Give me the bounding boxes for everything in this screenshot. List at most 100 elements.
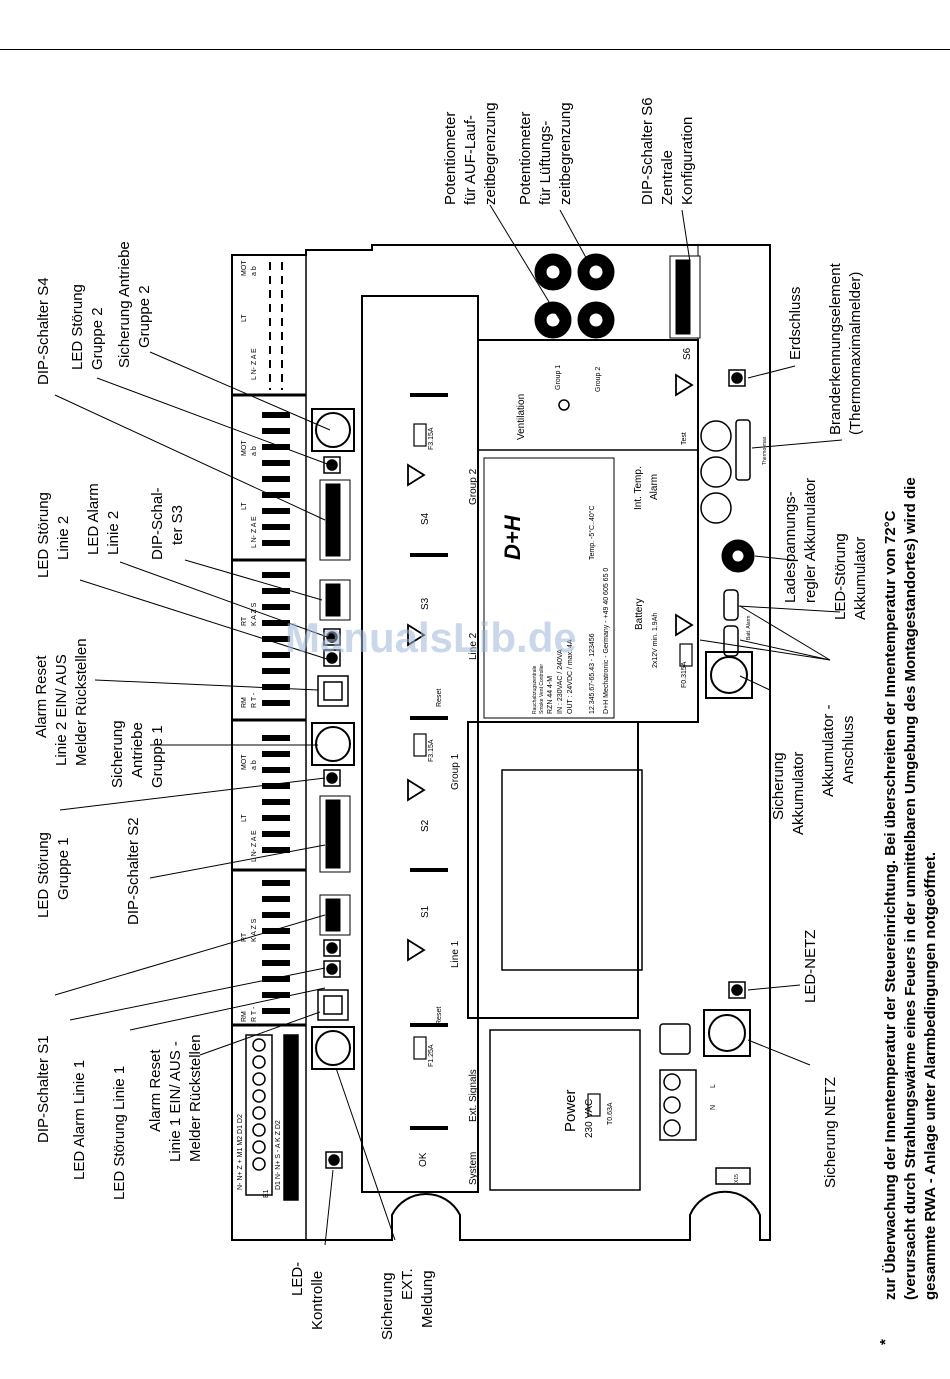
label-alarm-reset-l2-2: Linie 2 EIN/ AUS xyxy=(53,654,70,766)
label-dip-s4: DIP-Schalter S4 xyxy=(35,277,52,385)
label-dip-s6-2: Zentrale xyxy=(659,150,676,205)
label-dip-s3-1: DIP-Schal- xyxy=(149,487,166,560)
text-int-temp: Int. Temp. xyxy=(633,466,644,510)
label-akku-anschluss-2: Anschluss xyxy=(840,716,857,784)
footnote-line-1: zur Überwachung der Innentemperatur der … xyxy=(882,510,899,1300)
label-led-stoer-l2-2: Linie 2 xyxy=(55,516,72,560)
text-fuse-f0315: F0.315A xyxy=(681,661,688,688)
label-led-alarm-l1: LED Alarm Linie 1 xyxy=(71,1060,88,1180)
label-dip-s6-3: Konfiguration xyxy=(679,117,696,205)
label-led-netz: LED-NETZ xyxy=(802,930,819,1003)
term-pins-rt-2: K A Z S xyxy=(251,602,258,626)
status-leds xyxy=(323,369,746,1169)
text-s2: S2 xyxy=(420,819,431,832)
text-s1: S1 xyxy=(420,905,431,918)
text-s4: S4 xyxy=(420,512,431,525)
front-fuses xyxy=(413,423,693,1117)
label-led-stoer-akku-2: Akkumulator xyxy=(852,537,869,620)
label-ladespannung-2: regler Akkumulator xyxy=(802,478,819,603)
text-group2: Group 2 xyxy=(468,468,479,505)
text-system: System xyxy=(468,1152,479,1185)
label-led-stoer-g2-1: LED Störung xyxy=(69,284,86,370)
label-pot-auf: Potentiometer xyxy=(442,112,459,205)
warning-triangles xyxy=(407,373,694,962)
footnote-line-2: (verursacht durch Strahlungswärme eines … xyxy=(902,477,919,1300)
text-thermo: Thermo-max xyxy=(762,436,768,465)
label-erdschluss: Erdschluss xyxy=(787,287,804,360)
ext-terminal-block xyxy=(245,1034,299,1201)
label-pot-lueft-2: für Lüftungs- xyxy=(537,121,554,205)
term-mot-1: MOT xyxy=(241,754,248,770)
potentiometers xyxy=(534,253,755,573)
text-s6: S6 xyxy=(682,347,693,360)
leader-lines xyxy=(54,204,843,1246)
term-rm-2: RM xyxy=(241,697,248,708)
ext-pins-bot: D1 N- N+ S - A K Z D2 xyxy=(275,1120,282,1190)
term-pins-lt-3: L N- Z A E xyxy=(251,348,258,380)
label-led-stoer-g1-1: LED Störung xyxy=(35,832,52,918)
text-s3: S3 xyxy=(420,597,431,610)
term-lt-2: LT xyxy=(241,502,248,510)
text-ext-signals: Ext. Signals xyxy=(468,1069,479,1122)
term-lt-1: LT xyxy=(241,814,248,822)
label-dip-s3-2: ter S3 xyxy=(169,505,186,545)
label-sich-antr-g2-1: Sicherung Antriebe xyxy=(116,241,133,368)
label-dip-s6-1: DIP-Schalter S6 xyxy=(639,97,656,205)
label-alarm-reset-l1-3: Melder Rückstellen xyxy=(187,1034,204,1162)
label-sich-ext-3: Meldung xyxy=(419,1270,436,1328)
reset-buttons xyxy=(317,675,349,1021)
label-pot-lueft-1: Potentiometer xyxy=(517,112,534,205)
label-led-kontrolle-1: LED- xyxy=(289,1262,306,1296)
label-sich-antr-g1-1: Sicherung xyxy=(109,720,126,788)
label-sich-ext-1: Sicherung xyxy=(379,1272,396,1340)
text-ventilation: Ventilation xyxy=(516,394,527,440)
label-led-stoer-g1-2: Gruppe 1 xyxy=(55,837,72,900)
term-pins-mot-3: a b xyxy=(251,266,258,276)
callout-labels: Potentiometer für AUF-Lauf- zeitbegrenzu… xyxy=(33,97,869,1340)
label-alarm-reset-l2-1: Alarm Reset xyxy=(33,655,50,738)
board-outline xyxy=(231,244,771,1241)
text-battery: Battery xyxy=(634,598,645,630)
term-pins-rm-1: R T - xyxy=(251,1006,258,1022)
label-alarm-reset-l1-2: Linie 1 EIN/ AUS - xyxy=(167,1041,184,1162)
label-pot-lueft-3: zeitbegrenzung xyxy=(557,102,574,205)
text-fuse-f315b: F3.15A xyxy=(428,427,435,450)
plate-line-0: Rauchabzugszentrale xyxy=(532,665,538,714)
text-line1: Line 1 xyxy=(450,940,461,968)
text-l: L xyxy=(710,1084,717,1088)
text-e1: E1 xyxy=(263,1189,270,1198)
text-test: Test xyxy=(681,432,688,445)
label-led-stoer-l2-1: LED Störung xyxy=(35,492,52,578)
label-alarm-reset-l1-1: Alarm Reset xyxy=(147,1049,164,1132)
text-group1: Group 1 xyxy=(450,753,461,790)
term-pins-mot-2: a b xyxy=(251,446,258,456)
term-pins-lt-2: L N- Z A E xyxy=(251,516,258,548)
plate-line-4: OUT : 24VDC / max. 4A xyxy=(567,639,574,714)
term-mot-2: MOT xyxy=(241,440,248,456)
watermark: ManualsLib.de xyxy=(285,614,577,661)
label-dip-s2: DIP-Schalter S2 xyxy=(125,817,142,925)
label-sich-antr-g1-3: Gruppe 1 xyxy=(149,725,166,788)
label-ladespannung-1: Ladespannungs- xyxy=(782,491,799,603)
fuse-holders xyxy=(311,408,753,1070)
label-sich-netz: Sicherung NETZ xyxy=(822,1077,839,1188)
text-fuse-f315a: F3.15A xyxy=(428,739,435,762)
plate-line-5: 12.345.67-65.43 - 123456 xyxy=(589,633,596,714)
label-sich-antr-g1-2: Antriebe xyxy=(129,722,146,778)
label-sich-akku-2: Akkumulator xyxy=(790,752,807,835)
text-n: N xyxy=(710,1105,717,1110)
label-dip-s1: DIP-Schalter S1 xyxy=(35,1035,52,1143)
text-fuse-t063: T0.63A xyxy=(607,1102,614,1125)
text-brand: D+H xyxy=(500,514,525,560)
term-pins-rt-1: K A Z S xyxy=(251,918,258,942)
label-branderkennung-1: Branderkennungselement xyxy=(827,262,844,435)
text-group1-pot: Group 1 xyxy=(555,365,562,390)
term-lt-3: LT xyxy=(241,314,248,322)
panel-dividers xyxy=(410,393,448,1130)
term-rt-1: RT xyxy=(241,932,248,942)
footnote: * zur Überwachung der Innentemperatur de… xyxy=(877,477,939,1345)
label-alarm-reset-l2-3: Melder Rückstellen xyxy=(73,638,90,766)
label-led-kontrolle-2: Kontrolle xyxy=(309,1271,326,1330)
label-sich-antr-g2-2: Gruppe 2 xyxy=(136,285,153,348)
ext-pins-top: N- N+ Z + M1 M2 D1 D2 xyxy=(237,1114,244,1190)
